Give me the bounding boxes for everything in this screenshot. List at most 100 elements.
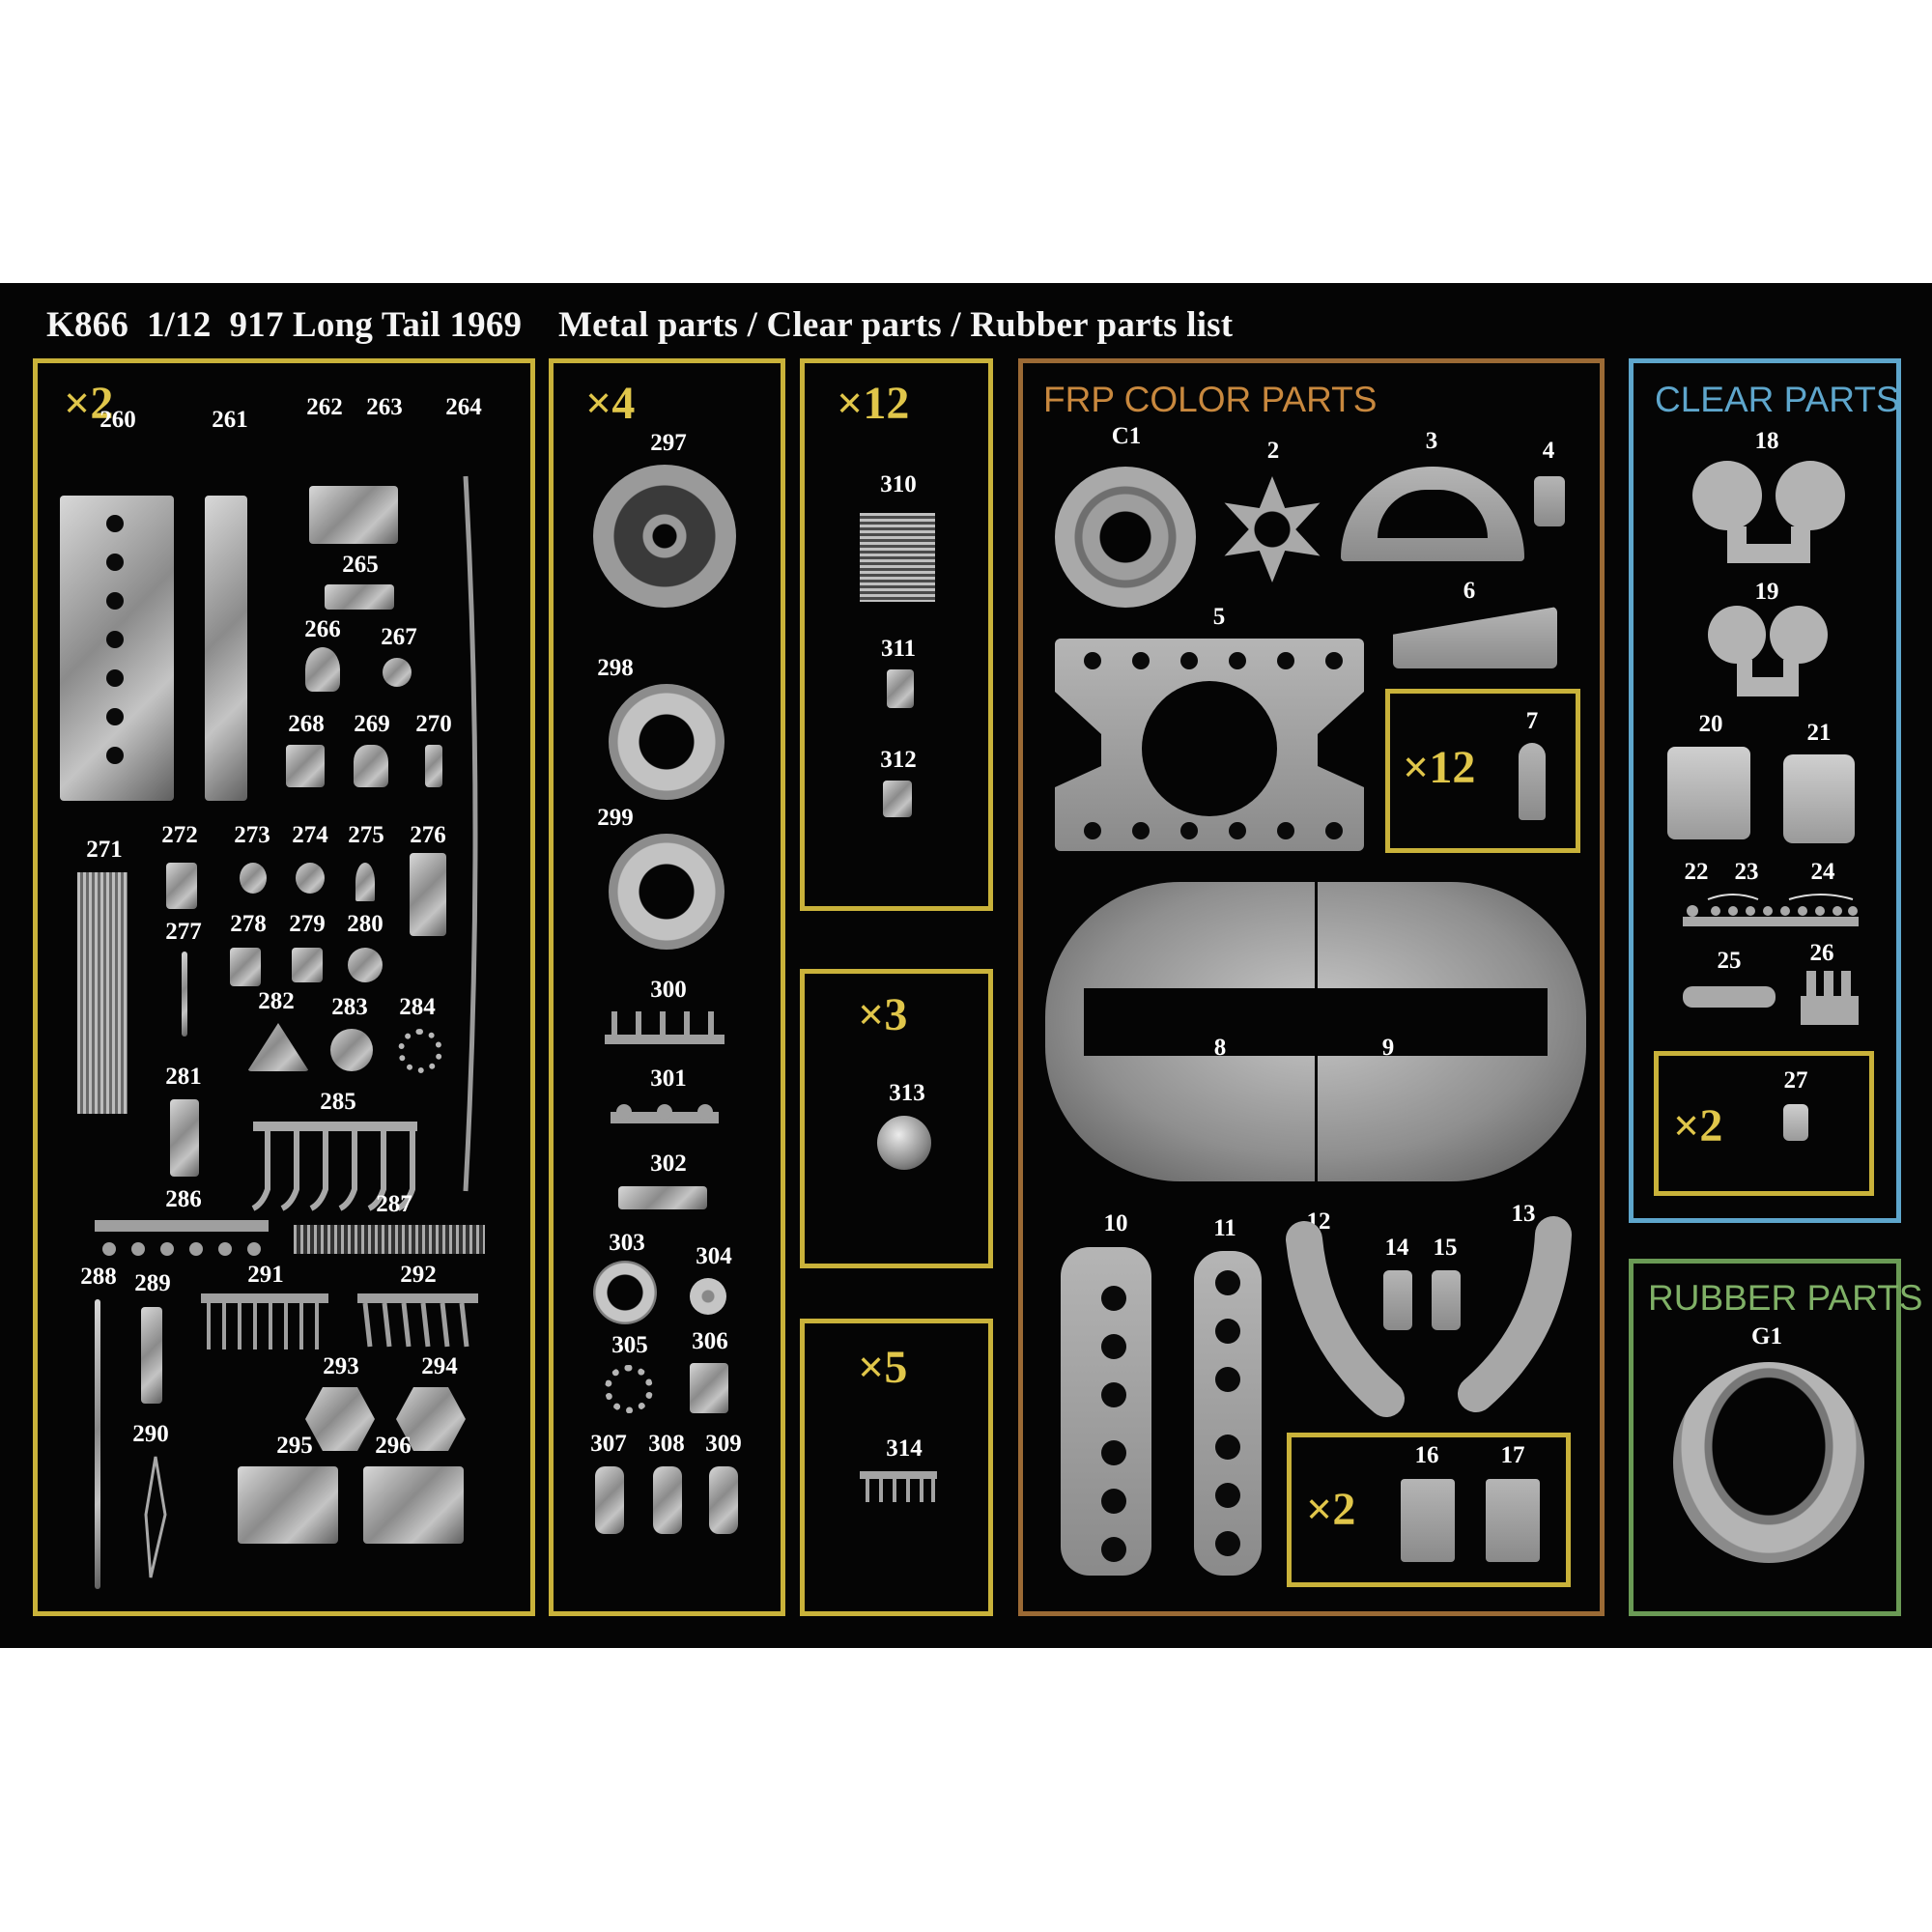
wheel-part bbox=[593, 465, 736, 608]
valve-part bbox=[240, 863, 267, 894]
cylinder-block-part bbox=[60, 496, 174, 801]
cable-part bbox=[463, 475, 478, 1192]
spring-row-part bbox=[605, 1011, 724, 1044]
clear-x2-multiplier: ×2 bbox=[1673, 1100, 1723, 1151]
part-number: 310 bbox=[880, 471, 917, 497]
frp-x12-multiplier: ×12 bbox=[1403, 742, 1476, 793]
tube-bundle-part bbox=[77, 872, 128, 1114]
part-number: 6 bbox=[1463, 578, 1476, 604]
part-number: 312 bbox=[880, 747, 917, 773]
part-number: 286 bbox=[165, 1186, 202, 1212]
part-number: 269 bbox=[354, 711, 390, 737]
valve-cap-part bbox=[887, 669, 914, 708]
part-number: 271 bbox=[86, 837, 123, 863]
brake-disc-part bbox=[609, 834, 724, 950]
frp-x12-box bbox=[1385, 689, 1580, 853]
part-number: 276 bbox=[410, 822, 446, 848]
part-number: 307 bbox=[590, 1431, 627, 1457]
duct-part bbox=[1286, 1221, 1405, 1417]
part-number: 3 bbox=[1425, 428, 1438, 454]
part-number: 302 bbox=[650, 1151, 687, 1177]
frp-box bbox=[1018, 358, 1605, 1616]
reservoir-part bbox=[1667, 747, 1750, 839]
caliper-rod-part bbox=[618, 1186, 707, 1209]
panel-part bbox=[1486, 1479, 1540, 1562]
part-number: 11 bbox=[1213, 1215, 1236, 1241]
part-number: 21 bbox=[1806, 720, 1832, 746]
part-number: C1 bbox=[1111, 423, 1142, 449]
part-number: 7 bbox=[1525, 708, 1539, 734]
part-number: 283 bbox=[331, 994, 368, 1020]
metal-x12-box bbox=[800, 358, 993, 911]
caliper-part bbox=[595, 1466, 624, 1534]
part-number: 263 bbox=[366, 394, 403, 420]
part-number: 13 bbox=[1511, 1201, 1536, 1227]
brake-disc-part bbox=[609, 684, 724, 800]
block-part bbox=[690, 1363, 728, 1413]
lens-sprue-part bbox=[1683, 894, 1859, 926]
bearing-part bbox=[593, 1261, 657, 1324]
lamp-part bbox=[1783, 1104, 1808, 1141]
part-number: 24 bbox=[1810, 859, 1835, 885]
wiper-part bbox=[144, 1456, 167, 1578]
part-number: 261 bbox=[212, 407, 248, 433]
part-number: 266 bbox=[304, 616, 341, 642]
part-number: 262 bbox=[306, 394, 343, 420]
part-number: 314 bbox=[886, 1435, 923, 1462]
pin-part bbox=[355, 863, 375, 901]
part-number: 20 bbox=[1698, 711, 1723, 737]
rubber-box bbox=[1629, 1259, 1901, 1616]
metal-x5-box bbox=[800, 1319, 993, 1616]
part-number: 264 bbox=[445, 394, 482, 420]
part-number: G1 bbox=[1751, 1323, 1782, 1350]
finned-cylinder-part bbox=[860, 513, 935, 602]
light-lens-part bbox=[1783, 754, 1855, 843]
headlight-cover-part bbox=[1708, 606, 1828, 696]
boss-part bbox=[296, 863, 325, 894]
hub-part bbox=[305, 1387, 375, 1451]
clear-box bbox=[1629, 358, 1901, 1223]
block-part bbox=[1432, 1270, 1461, 1330]
rocker-row-part bbox=[95, 1220, 269, 1256]
cam-cover-part bbox=[205, 496, 247, 801]
pump-part bbox=[166, 863, 197, 909]
body-underpan-part bbox=[1045, 882, 1586, 1181]
part-number: 308 bbox=[648, 1431, 685, 1457]
tire-part bbox=[1673, 1362, 1864, 1563]
part-number: 294 bbox=[421, 1353, 458, 1379]
part-number: 10 bbox=[1103, 1210, 1128, 1236]
dome-part bbox=[877, 1116, 931, 1170]
metal-x3-box bbox=[800, 969, 993, 1268]
part-number: 278 bbox=[230, 911, 267, 937]
engine-frame-part bbox=[1055, 639, 1364, 851]
part-number: 19 bbox=[1754, 579, 1779, 605]
part-number: 292 bbox=[400, 1262, 437, 1288]
part-number: 274 bbox=[292, 822, 328, 848]
panel-part bbox=[238, 1466, 338, 1544]
part-number: 300 bbox=[650, 977, 687, 1003]
bracket-part bbox=[309, 486, 398, 544]
rubber-title: RUBBER PARTS bbox=[1648, 1278, 1923, 1318]
part-number: 289 bbox=[134, 1270, 171, 1296]
small-comb-part bbox=[860, 1471, 937, 1502]
part-number: 277 bbox=[165, 919, 202, 945]
chain-ring-part bbox=[398, 1029, 442, 1073]
part-number: 297 bbox=[650, 430, 687, 456]
frp-x2-multiplier: ×2 bbox=[1306, 1484, 1356, 1535]
metal-x4-box bbox=[549, 358, 785, 1616]
mirror-glass-part bbox=[1683, 986, 1776, 1008]
part-number: 288 bbox=[80, 1264, 117, 1290]
cylinder-shroud-part bbox=[1061, 1247, 1151, 1576]
clear-x2-box bbox=[1654, 1051, 1874, 1196]
parts-sheet: K866 1/12 917 Long Tail 1969 Metal parts… bbox=[0, 283, 1932, 1648]
part-number: 267 bbox=[381, 624, 417, 650]
plate-part bbox=[325, 584, 394, 610]
part-number: 23 bbox=[1734, 859, 1759, 885]
part-number: 298 bbox=[597, 655, 634, 681]
part-number: 280 bbox=[347, 911, 384, 937]
lens-comb-part bbox=[1801, 971, 1859, 1025]
part-number: 303 bbox=[609, 1230, 645, 1256]
part-number: 273 bbox=[234, 822, 270, 848]
part-number: 9 bbox=[1381, 1035, 1395, 1061]
part-number: 5 bbox=[1212, 604, 1226, 630]
